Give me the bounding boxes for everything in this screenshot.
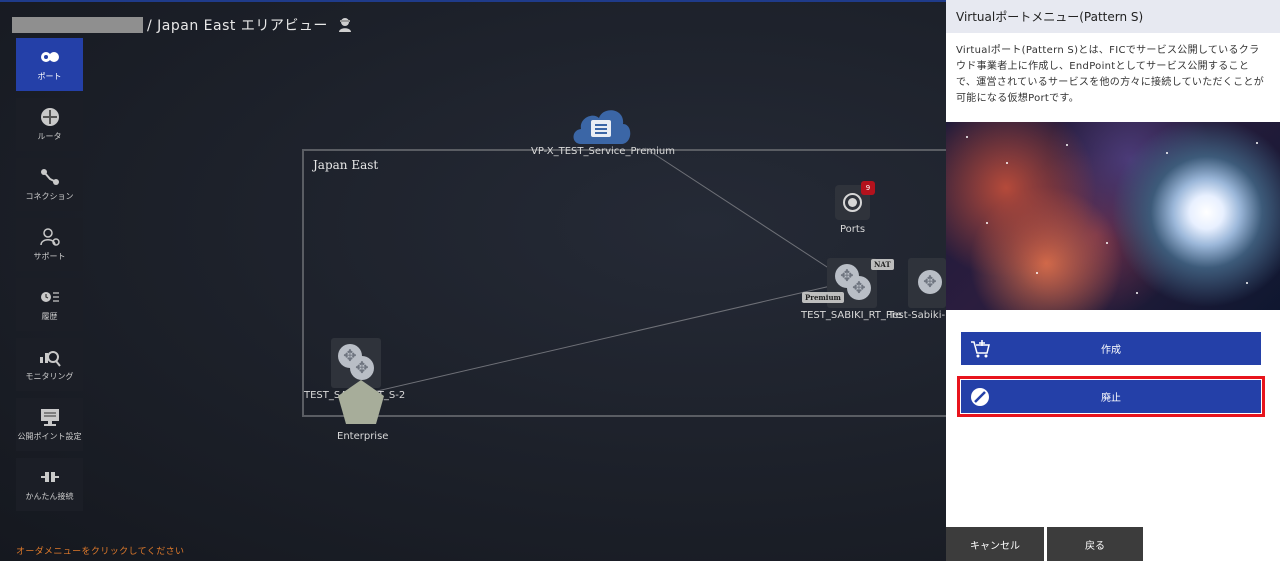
- cloud-service-label: VP-X_TEST_Service_Premium: [531, 146, 675, 157]
- ports-dot-icon: [848, 198, 857, 207]
- star: [1036, 272, 1038, 274]
- sidebar-item-label: ポート: [37, 72, 62, 81]
- abolish-button-label: 廃止: [1101, 393, 1121, 404]
- sidebar-item-public-point[interactable]: 公開ポイント設定: [16, 398, 83, 451]
- sidebar-item-easy-connect[interactable]: かんたん接続: [16, 458, 83, 511]
- star: [1006, 162, 1008, 164]
- ports-count-badge: 9: [861, 181, 875, 195]
- router-label-far: Test-Sabiki-I: [888, 310, 946, 321]
- history-icon: [40, 292, 59, 302]
- panel-description: Virtualポート(Pattern S)とは、FICでサービス公開しているクラ…: [956, 45, 1264, 104]
- sidebar-item-label: サポート: [33, 252, 66, 261]
- sidebar-item-router[interactable]: ルータ: [16, 98, 83, 151]
- star: [1246, 282, 1248, 284]
- sidebar-item-label: モニタリング: [25, 372, 74, 381]
- sidebar-item-label: 履歴: [41, 312, 58, 321]
- sidebar-item-label: 公開ポイント設定: [17, 432, 82, 441]
- router-node-s2[interactable]: [331, 338, 381, 388]
- connection-icon: [40, 169, 59, 185]
- virtual-port-panel: Virtualポートメニュー(Pattern S) Virtualポート(Pat…: [946, 0, 1280, 561]
- ports-label: Ports: [840, 224, 866, 235]
- star: [986, 222, 988, 224]
- masked-tenant-name: [12, 17, 143, 33]
- sidebar-item-label: ルータ: [37, 132, 62, 141]
- router-icon: [918, 270, 942, 294]
- top-accent-line: [0, 0, 946, 2]
- star: [966, 136, 968, 138]
- router-node-premium[interactable]: [827, 258, 877, 308]
- sidebar: ポート ルータ コネクション サポート 履歴: [16, 38, 83, 518]
- sidebar-item-port[interactable]: ポート: [16, 38, 83, 91]
- sidebar-item-label: かんたん接続: [25, 492, 74, 501]
- enterprise-icon[interactable]: [336, 378, 386, 428]
- sidebar-item-monitoring[interactable]: モニタリング: [16, 338, 83, 391]
- sidebar-item-connection[interactable]: コネクション: [16, 158, 83, 211]
- page-header: / Japan East エリアビュー: [12, 15, 352, 35]
- star: [1106, 242, 1108, 244]
- star: [1066, 144, 1068, 146]
- router-label-premium: TEST_SABIKI_RT_Pre: [801, 310, 902, 321]
- ports-ring-icon: [843, 193, 862, 212]
- cloud-service-icon[interactable]: [569, 104, 634, 146]
- port-icon: [40, 52, 59, 62]
- enterprise-label: Enterprise: [337, 431, 389, 442]
- monitoring-icon: [39, 351, 61, 367]
- sidebar-item-history[interactable]: 履歴: [16, 278, 83, 331]
- star: [1136, 292, 1138, 294]
- cancel-button[interactable]: キャンセル: [946, 527, 1044, 561]
- create-button[interactable]: 作成: [961, 332, 1261, 365]
- router-icon: [40, 108, 59, 126]
- nat-tag: NAT: [871, 259, 894, 270]
- order-menu-hint: オーダメニューをクリックしてください: [16, 547, 185, 557]
- router-icon: [350, 356, 374, 380]
- ports-node[interactable]: [835, 185, 870, 220]
- page-title: / Japan East エリアビュー: [147, 18, 328, 34]
- sidebar-item-support[interactable]: サポート: [16, 218, 83, 271]
- back-button[interactable]: 戻る: [1047, 527, 1143, 561]
- router-node-far[interactable]: [908, 258, 946, 308]
- premium-tag: Premium: [802, 292, 844, 303]
- area-label: Japan East: [313, 158, 379, 172]
- galaxy-image: [946, 122, 1280, 310]
- star: [1166, 152, 1168, 154]
- support-icon: [39, 228, 60, 246]
- abolish-button[interactable]: 廃止: [957, 376, 1265, 417]
- router-icon: [847, 276, 871, 300]
- easy-connect-icon: [40, 472, 59, 482]
- panel-title: Virtualポートメニュー(Pattern S): [946, 0, 1280, 33]
- create-button-label: 作成: [1101, 345, 1121, 356]
- public-point-icon: [40, 409, 59, 426]
- star: [1256, 142, 1258, 144]
- connection-lines: [359, 147, 851, 396]
- add-cart-icon: [971, 340, 990, 358]
- user-support-icon[interactable]: [338, 17, 352, 33]
- prohibited-icon: [971, 388, 989, 406]
- sidebar-item-label: コネクション: [25, 192, 74, 201]
